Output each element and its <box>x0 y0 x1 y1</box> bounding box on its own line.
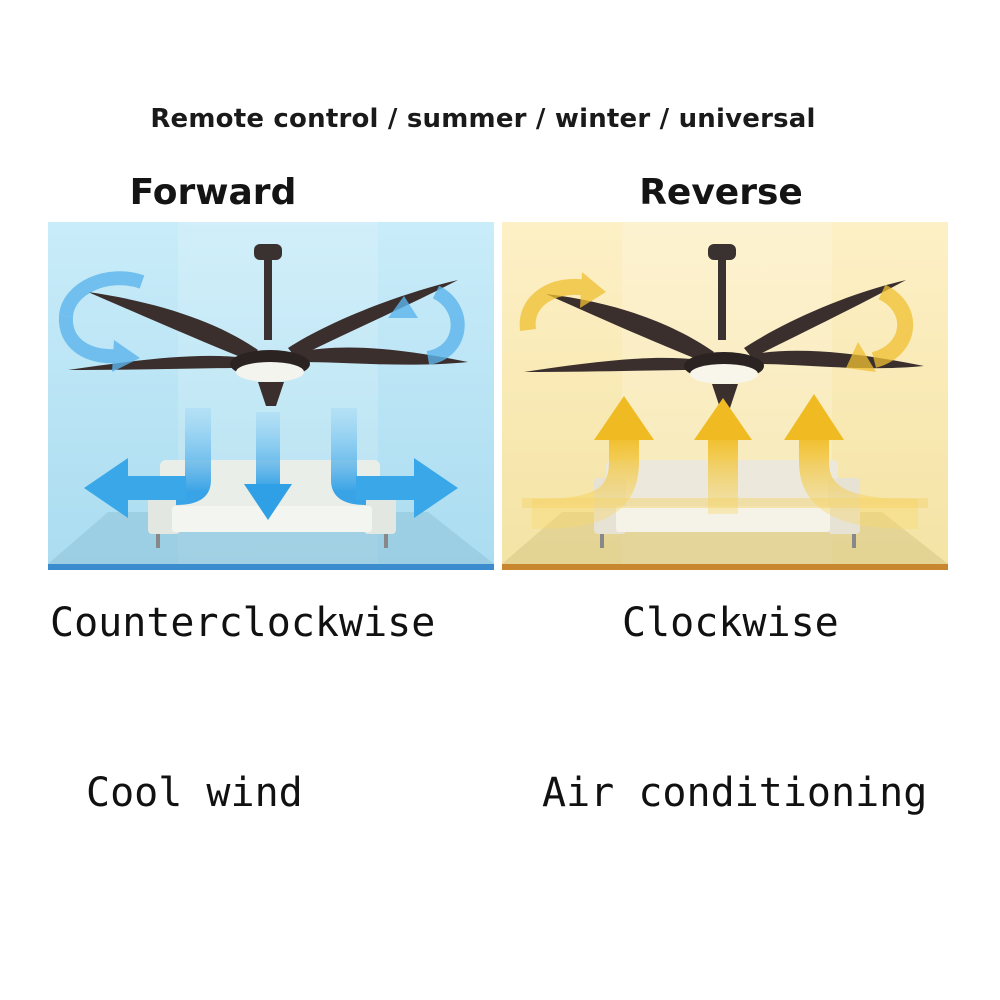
reverse-illustration <box>502 222 948 570</box>
airflow-arrow-icon <box>58 271 465 372</box>
forward-effect-label: Cool wind <box>86 770 303 816</box>
ceiling-fan-icon <box>524 244 924 408</box>
airflow-arrow-icon <box>519 272 914 372</box>
forward-illustration <box>48 222 494 570</box>
forward-title: Forward <box>129 172 297 213</box>
upflow-arrows <box>531 394 919 529</box>
reverse-effect-label: Air conditioning <box>542 770 928 816</box>
downflow-arrows <box>84 408 458 520</box>
page-headline: Remote control / summer / winter / unive… <box>150 104 816 134</box>
forward-scene <box>48 222 494 570</box>
reverse-scene <box>502 222 948 570</box>
forward-direction-label: Counterclockwise <box>50 600 436 646</box>
ceiling-fan-icon <box>68 244 468 406</box>
reverse-title: Reverse <box>639 172 803 213</box>
reverse-direction-label: Clockwise <box>622 600 839 646</box>
